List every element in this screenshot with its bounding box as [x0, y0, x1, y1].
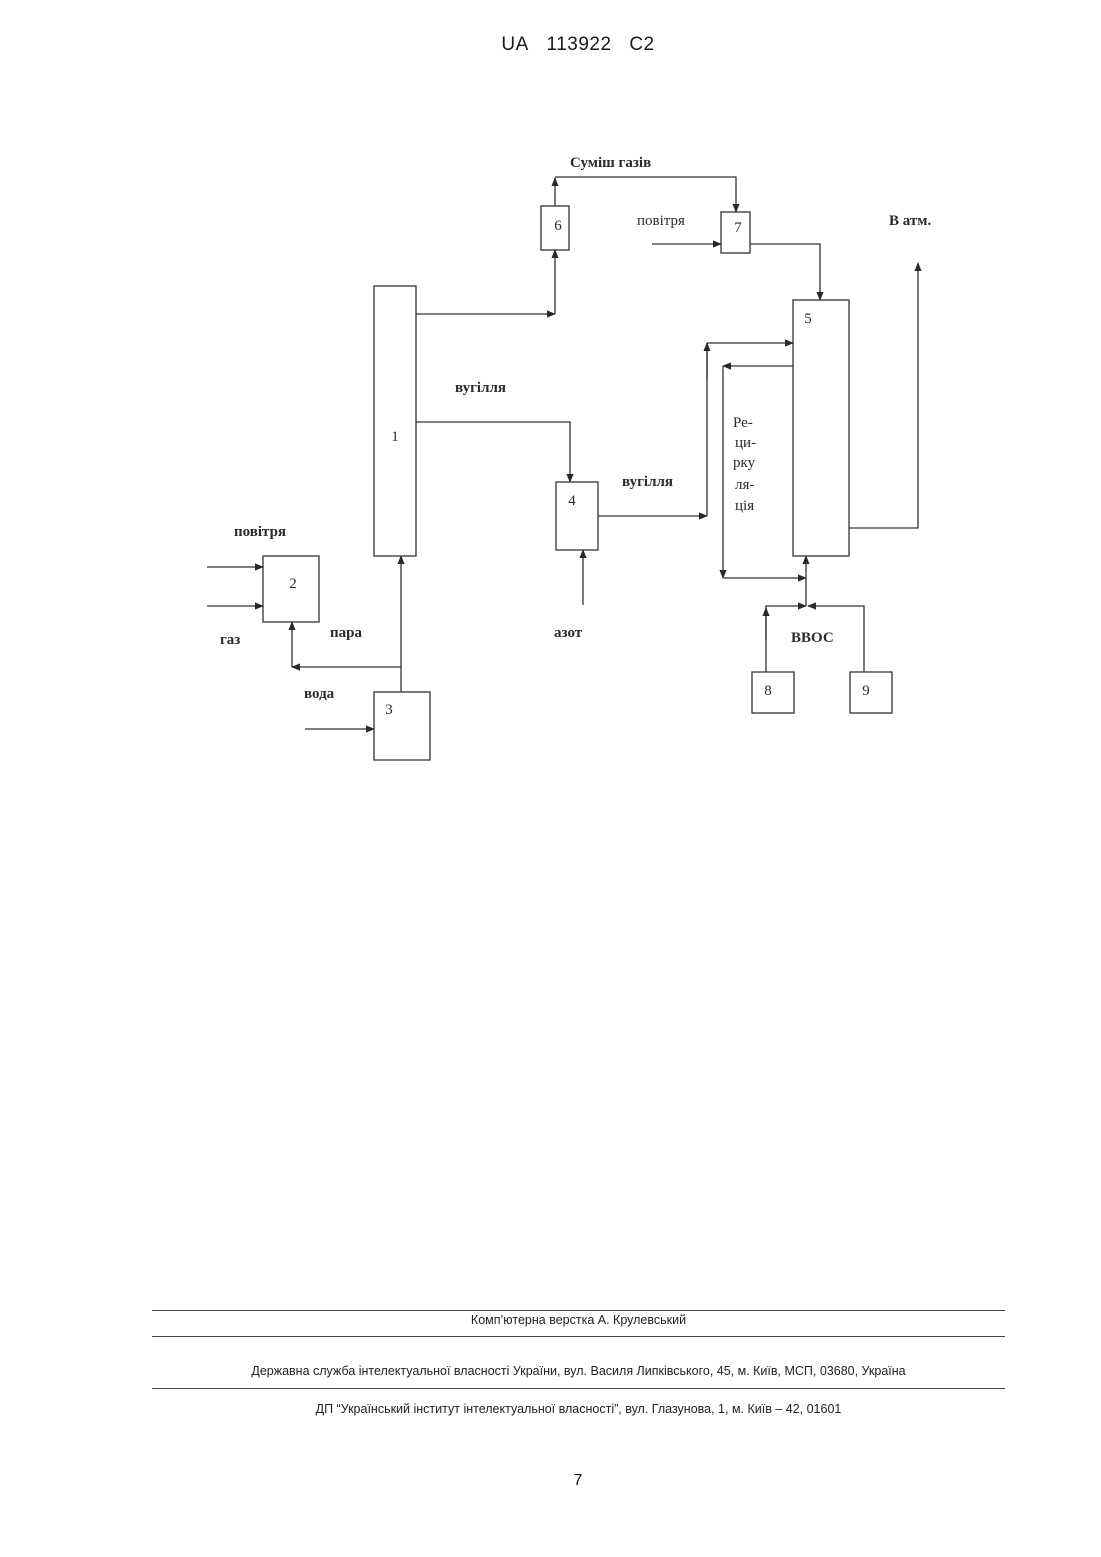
node-label-5: 5	[804, 311, 812, 327]
block-5	[793, 300, 849, 556]
node-label-4: 4	[568, 493, 576, 509]
label-coal-1: вугілля	[455, 380, 506, 396]
flow-lines	[207, 177, 918, 729]
label-gas-mix: Суміш газів	[570, 155, 651, 171]
block-4	[556, 482, 598, 550]
footer-layout-credit: Комп’ютерна верстка А. Крулевський	[152, 1313, 1005, 1327]
flow-7-to-5	[750, 244, 820, 300]
flow-5-to-atm	[849, 263, 918, 528]
footer-rule-top	[152, 1310, 1005, 1311]
block-3	[374, 692, 430, 760]
label-recirc-1: Ре-	[733, 415, 753, 431]
node-label-8: 8	[764, 683, 772, 699]
label-nitrogen: азот	[554, 625, 583, 641]
label-water: вода	[304, 686, 335, 702]
node-label-6: 6	[554, 218, 562, 234]
label-air-left: повітря	[234, 524, 286, 540]
footer-rule-middle	[152, 1336, 1005, 1337]
node-label-9: 9	[862, 683, 870, 699]
process-flow-diagram: 1 2 3 4 5 6 7 8 9 Суміш газів повітря В …	[0, 0, 1101, 800]
flow-mix-to-7	[555, 177, 736, 212]
block-1	[374, 286, 416, 556]
node-label-3: 3	[385, 702, 393, 718]
label-steam: пара	[330, 625, 362, 641]
footer-rule-bottom	[152, 1388, 1005, 1389]
label-recirc-2: ци-	[735, 435, 756, 451]
footer-agency: Державна служба інтелектуальної власност…	[152, 1364, 1005, 1378]
label-recirc-5: ція	[735, 498, 754, 514]
block-9	[850, 672, 892, 713]
label-vvos: ВВОС	[791, 630, 834, 646]
label-coal-2: вугілля	[622, 474, 673, 490]
label-to-atm: В атм.	[889, 213, 931, 229]
label-air-top: повітря	[637, 213, 685, 229]
node-label-7: 7	[734, 220, 742, 236]
label-recirc-4: ля-	[735, 477, 754, 493]
page-number: 7	[0, 1472, 1101, 1490]
flow-1-to-4	[416, 422, 570, 482]
label-gas: газ	[220, 632, 240, 648]
node-label-1: 1	[391, 429, 399, 445]
block-8	[752, 672, 794, 713]
node-label-2: 2	[289, 576, 297, 592]
label-recirc-3: рку	[733, 455, 756, 471]
footer-institute: ДП “Український інститут інтелектуальної…	[152, 1402, 1005, 1416]
